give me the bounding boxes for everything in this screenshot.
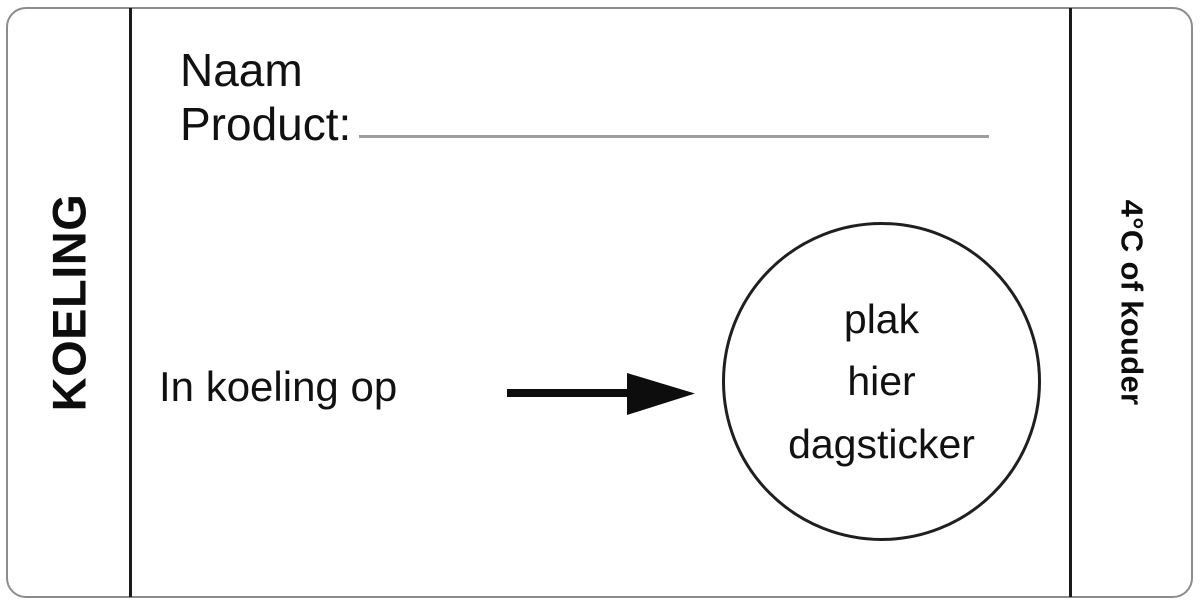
in-koeling-op-label: In koeling op [159,363,398,410]
sticker-line-3: dagsticker [788,420,975,467]
product-name-field: Naam Product: [180,44,990,152]
product-name-label-line2-row: Product: [180,97,990,152]
product-name-label-line1: Naam [180,44,303,96]
product-name-write-line[interactable] [359,134,990,138]
dagsticker-placement-circle[interactable]: plak hier dagsticker [722,222,1041,541]
label-body: Naam Product: In koeling op plak hier da… [132,8,1069,597]
koeling-label: KOELING [42,193,95,412]
arrow-right-icon [505,368,695,420]
product-name-label-line2: Product: [180,97,352,150]
temperature-label: 4°C of kouder [1114,199,1150,406]
divider-right [1069,8,1072,597]
sticker-line-2: hier [847,358,916,405]
divider-left [129,8,132,597]
right-strip: 4°C of kouder [1072,8,1191,597]
sticker-line-1: plak [843,296,920,343]
left-strip: KOELING [8,8,129,597]
